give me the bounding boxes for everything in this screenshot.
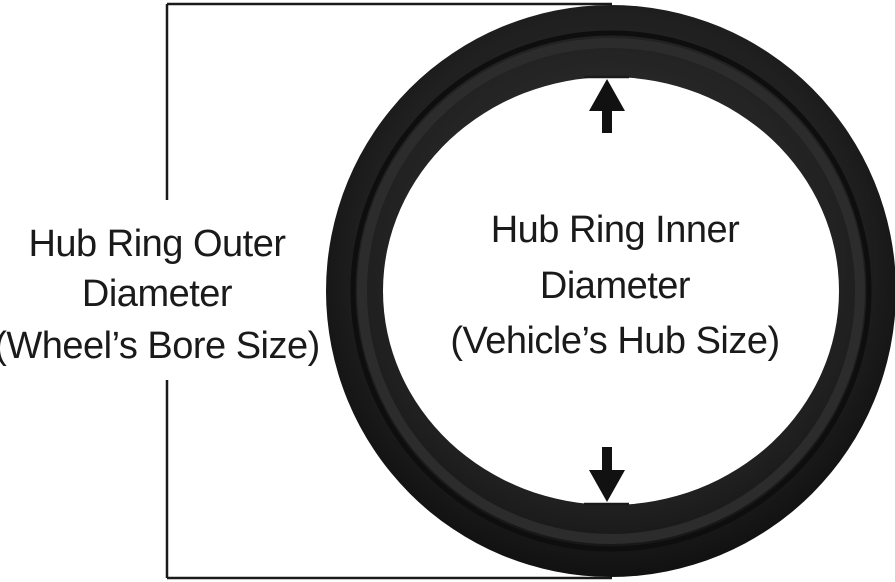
hub-ring-lip-shadow xyxy=(350,30,872,552)
inner-diameter-markers xyxy=(584,75,629,506)
inner-label-line-2: Diameter xyxy=(540,265,691,307)
arrow-up-icon xyxy=(589,79,625,133)
outer-label-line-2: Diameter xyxy=(82,273,233,315)
inner-label-line-1: Hub Ring Inner xyxy=(491,209,740,251)
outer-label-line-1: Hub Ring Outer xyxy=(28,223,286,265)
inner-label-line-3: (Vehicle’s Hub Size) xyxy=(450,320,779,362)
outer-diameter-label: Hub Ring Outer Diameter (Wheel’s Bore Si… xyxy=(0,223,320,367)
outer-label-line-3: (Wheel’s Bore Size) xyxy=(0,325,320,367)
hub-ring-inner-opening xyxy=(383,77,839,505)
outer-diameter-bracket xyxy=(165,2,612,580)
hub-ring xyxy=(326,5,895,577)
inner-diameter-label: Hub Ring Inner Diameter (Vehicle’s Hub S… xyxy=(450,209,780,362)
arrow-down-icon xyxy=(589,447,625,502)
hub-ring-lip xyxy=(357,38,865,544)
